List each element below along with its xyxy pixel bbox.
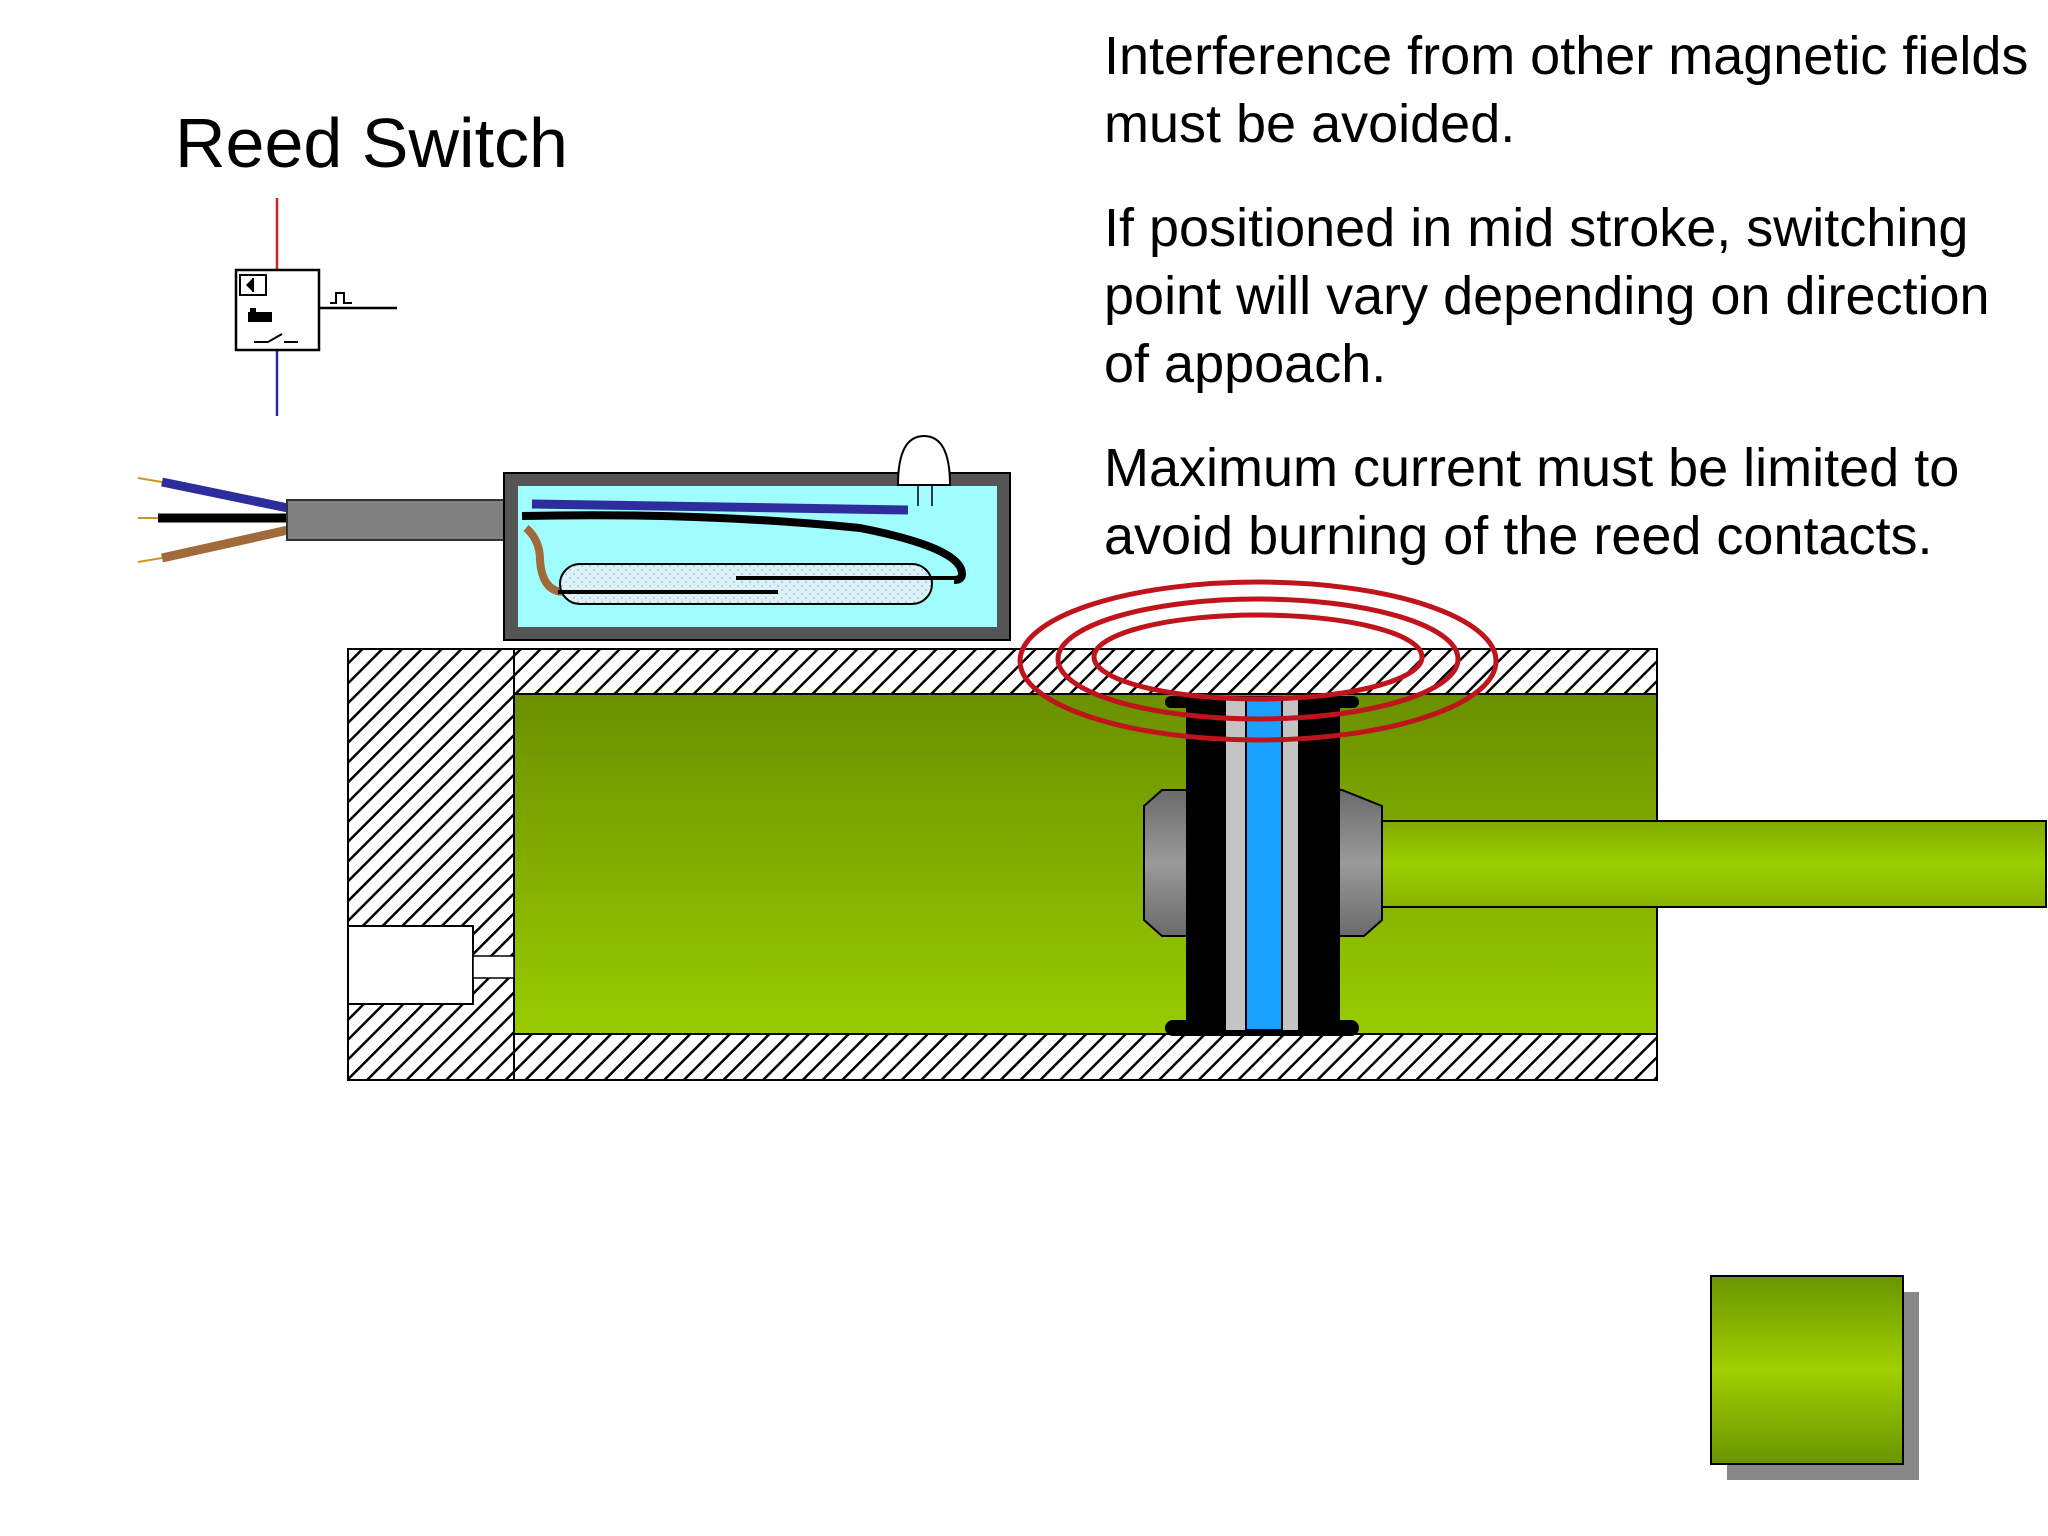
field-ring-outer [1017,579,1499,743]
note-interference: Interference from other magnetic fields … [1104,26,2029,154]
magnetic-field-lines [1017,579,1499,743]
field-ring-inner [1091,612,1425,702]
field-ring-middle [1055,596,1461,722]
note-mid-stroke: If positioned in mid stroke, switching p… [1104,198,1990,394]
piston-magnet [1245,699,1283,1031]
air-port-passage [472,955,515,979]
wire-blue [161,477,289,513]
led-indicator [896,434,952,486]
switch-contact-icon [254,333,298,343]
end-cap [347,648,515,1081]
sensor-cable [137,477,524,563]
wire-brown [161,525,289,563]
air-port [347,925,474,1005]
legend-swatch [1710,1275,1919,1480]
internal-wire-black [521,511,967,584]
magnet-icon [248,312,272,322]
reed-switch-symbol [234,198,397,416]
cylinder-wall-bottom [513,1033,1658,1081]
piston-rod [1381,820,2047,908]
pulse-icon [330,292,352,304]
cable-jacket [286,499,524,541]
piston [1143,696,1383,1036]
internal-wire-brown [523,524,563,596]
cylinder-wall-top [513,648,1658,695]
sensor-icon [239,274,267,296]
pneumatic-cylinder [347,648,2047,1081]
notes-text: Interference from other magnetic fields … [1104,22,2044,606]
reed-glass-tube [559,563,933,605]
slide-title: Reed Switch [175,104,568,182]
sensor-housing [503,434,1011,641]
note-max-current: Maximum current must be limited to avoid… [1104,438,1960,566]
internal-wire-blue [531,499,909,515]
